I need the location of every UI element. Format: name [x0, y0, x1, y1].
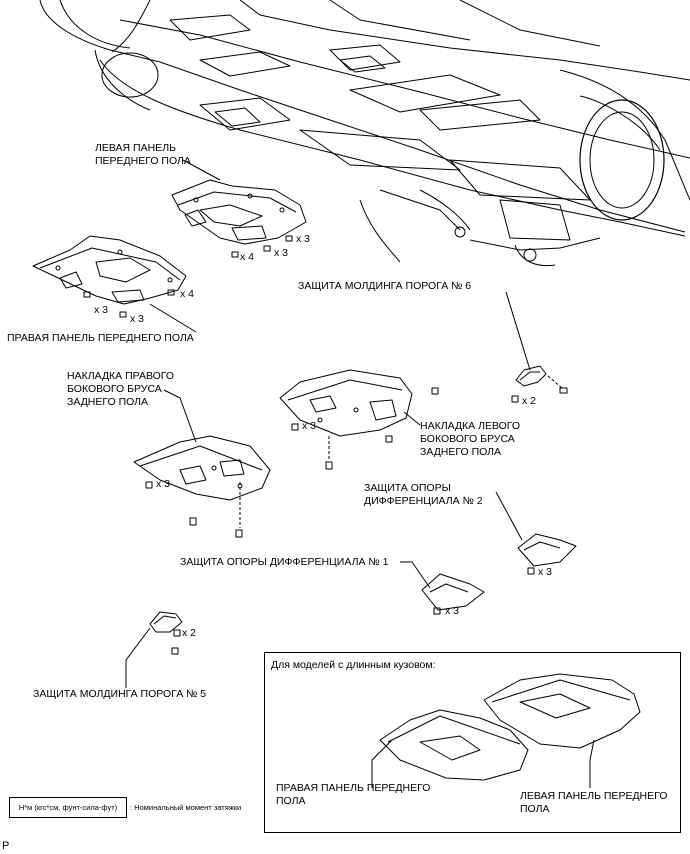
sill-molding-guard-5-label: ЗАЩИТА МОЛДИНГА ПОРОГА № 5 [33, 688, 207, 700]
qty-lr-x3: x 3 [302, 420, 317, 432]
differential-support-guard-2-illustration [517, 533, 577, 575]
vehicle-underbody-illustration [39, 0, 690, 267]
left-front-floor-panel-label: ЛЕВАЯ ПАНЕЛЬ ПЕРЕДНЕГО ПОЛА [95, 142, 191, 167]
qty-rr-x3: x 3 [156, 478, 171, 490]
torque-unit-box: Н*м (кгс*см, фунт-сила-фут) [9, 797, 127, 818]
qty-rf-x4: x 4 [180, 288, 195, 300]
left-rear-floor-side-member-cover-illustration [279, 369, 439, 470]
inset-right-front-floor-panel-illustration [379, 709, 529, 781]
leader-lines [125, 159, 595, 788]
corner-code: P [2, 840, 10, 852]
right-rear-floor-side-member-cover-label: НАКЛАДКА ПРАВОГО БОКОВОГО БРУСА ЗАДНЕГО … [67, 370, 175, 408]
differential-support-guard-1-illustration [421, 573, 485, 615]
differential-support-guard-1-label: ЗАЩИТА ОПОРЫ ДИФФЕРЕНЦИАЛА № 1 [180, 556, 389, 568]
qty-lf-x4: x 4 [240, 251, 255, 263]
qty-d2-x3: x 3 [538, 566, 553, 578]
qty-g5-x2: x 2 [182, 627, 197, 639]
long-body-inset-frame [264, 652, 681, 833]
sill-molding-guard-5-illustration [149, 611, 183, 655]
sill-molding-guard-6-illustration [511, 365, 568, 403]
inset-left-front-floor-panel-illustration [483, 673, 641, 749]
differential-support-guard-2-label: ЗАЩИТА ОПОРЫ ДИФФЕРЕНЦИАЛА № 2 [364, 482, 483, 507]
qty-lf-x3a: x 3 [274, 247, 289, 259]
inset-title: Для моделей с длинным кузовом: [271, 659, 436, 671]
torque-legend-text: : Номинальный момент затяжки [130, 803, 242, 812]
right-front-floor-panel-illustration [32, 235, 187, 318]
qty-g6-x2: x 2 [522, 395, 537, 407]
qty-rf-x3a: x 3 [94, 304, 109, 316]
qty-lf-x3b: x 3 [296, 233, 311, 245]
inset-right-front-floor-panel-label: ПРАВАЯ ПАНЕЛЬ ПЕРЕДНЕГО ПОЛА [276, 782, 431, 807]
left-front-floor-panel-illustration [171, 179, 307, 258]
right-rear-floor-side-member-cover-illustration [133, 435, 271, 538]
qty-d1-x3: x 3 [445, 605, 460, 617]
inset-left-front-floor-panel-label: ЛЕВАЯ ПАНЕЛЬ ПЕРЕДНЕГО ПОЛА [520, 790, 668, 815]
left-rear-floor-side-member-cover-label: НАКЛАДКА ЛЕВОГО БОКОВОГО БРУСА ЗАДНЕГО П… [420, 420, 521, 458]
qty-rf-x3b: x 3 [130, 313, 145, 325]
right-front-floor-panel-label: ПРАВАЯ ПАНЕЛЬ ПЕРЕДНЕГО ПОЛА [7, 332, 194, 344]
sill-molding-guard-6-label: ЗАЩИТА МОЛДИНГА ПОРОГА № 6 [298, 280, 472, 292]
